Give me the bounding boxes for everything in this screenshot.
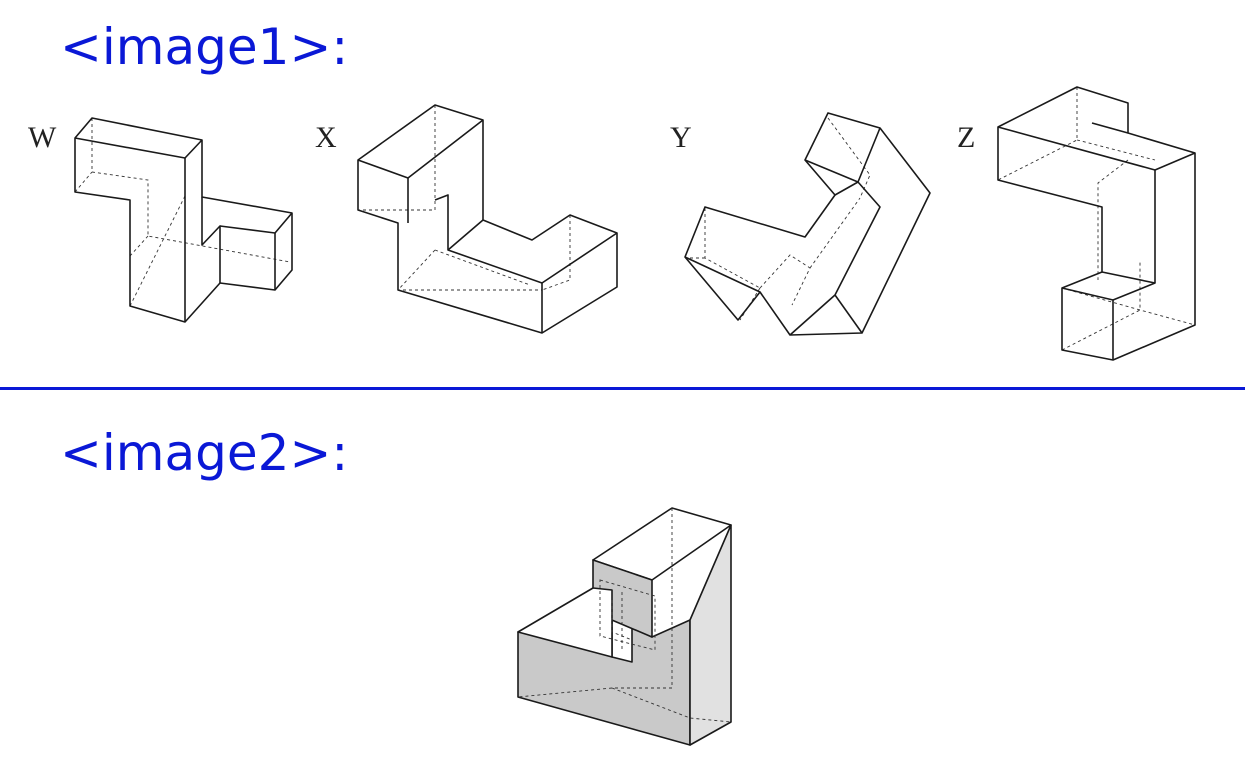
section-divider bbox=[0, 387, 1245, 390]
answer-options-drawing: W X bbox=[28, 86, 1196, 361]
option-x-visible-edges bbox=[357, 104, 618, 334]
reference-solid-lower-top-face bbox=[517, 587, 613, 658]
option-y-label: Y bbox=[670, 121, 692, 154]
option-w-visible-edges bbox=[74, 117, 293, 323]
option-y-visible-edges bbox=[684, 112, 931, 336]
option-z-hidden-edges bbox=[997, 87, 1196, 351]
option-z-visible-edges bbox=[997, 86, 1196, 361]
section-2-heading: <image2>: bbox=[60, 424, 349, 482]
reference-solid-hidden-edges bbox=[517, 508, 732, 723]
option-z-label: Z bbox=[957, 121, 975, 154]
option-w: W bbox=[28, 117, 293, 323]
option-x-hidden-edges bbox=[358, 105, 571, 291]
reference-solid-side-face bbox=[689, 524, 732, 746]
option-x-label: X bbox=[315, 121, 337, 154]
option-y: Y bbox=[670, 112, 931, 336]
answer-options-figure: W X bbox=[0, 86, 1245, 370]
option-w-hidden-edges bbox=[74, 118, 291, 307]
reference-solid-figure bbox=[0, 490, 1245, 766]
option-z: Z bbox=[957, 86, 1196, 361]
reference-solid bbox=[517, 507, 732, 746]
option-x: X bbox=[315, 104, 618, 334]
option-w-label: W bbox=[28, 121, 57, 154]
reference-solid-drawing bbox=[517, 507, 732, 746]
section-1-heading: <image1>: bbox=[60, 18, 349, 76]
